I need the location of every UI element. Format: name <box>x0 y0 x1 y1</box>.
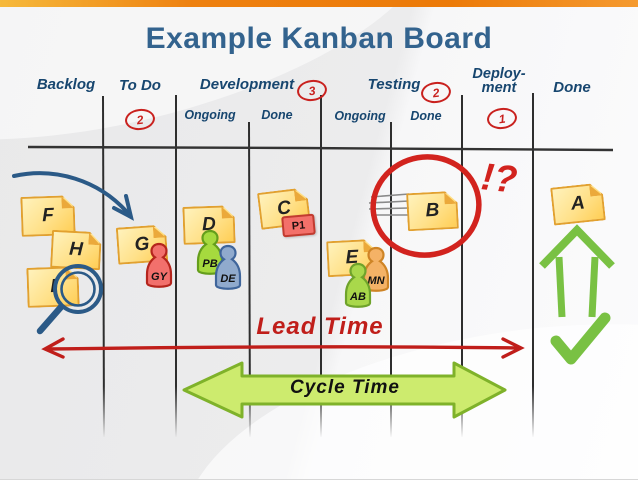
grid-horizontal-line <box>27 145 614 152</box>
slide-title: Example Kanban Board <box>145 22 493 55</box>
avatar-gy: GY <box>143 241 175 291</box>
card-letter: I <box>49 275 56 298</box>
note-fold <box>221 206 233 218</box>
deployment-label-line2: ment <box>481 79 517 96</box>
pawn-icon <box>344 262 372 308</box>
card-h: H <box>50 230 102 271</box>
avatar-initials: AB <box>350 291 366 303</box>
column-header-development: Development <box>199 76 295 93</box>
note-fold <box>444 192 457 205</box>
note-fold <box>294 188 307 201</box>
subcolumn-dev-ongoing: Ongoing <box>184 108 236 122</box>
card-b: B <box>406 191 459 232</box>
wip-limit-todo: 2 <box>123 107 157 132</box>
done-up-arrow-icon <box>539 224 615 318</box>
avatar-pb: PB <box>194 228 226 278</box>
card-i: I <box>26 266 79 308</box>
subcolumn-test-done: Done <box>410 109 442 123</box>
card-a: A <box>550 182 606 225</box>
column-header-done: Done <box>553 79 591 96</box>
card-letter: B <box>425 199 440 222</box>
avatar-initials: DE <box>220 273 236 285</box>
avatar-initials: GY <box>151 271 167 283</box>
pawn-icon <box>214 244 242 290</box>
column-header-todo: To Do <box>119 77 161 94</box>
top-accent-bar <box>0 0 638 7</box>
avatar-mn: MN <box>360 245 392 295</box>
checkmark-icon <box>550 312 611 365</box>
wip-limit-deployment: 1 <box>485 106 519 131</box>
column-header-deployment: Deploy- ment <box>464 66 534 96</box>
deployment-label-line1: Deploy- <box>472 66 526 82</box>
lead-time-label: Lead Time <box>256 313 384 340</box>
avatar-ab: AB <box>342 261 374 311</box>
cycle-time-label: Cycle Time <box>290 377 400 398</box>
note-fold <box>61 196 73 208</box>
avatar-initials: PB <box>202 258 218 270</box>
avatar-de: DE <box>212 243 244 293</box>
card-letter: F <box>41 204 55 227</box>
lead-time-arrow <box>41 337 525 359</box>
column-header-backlog: Backlog <box>36 76 96 93</box>
subcolumn-dev-done: Done <box>261 108 293 122</box>
card-letter: A <box>570 192 586 215</box>
alert-label: !? <box>479 156 520 202</box>
note-fold <box>153 225 166 238</box>
note-fold <box>88 233 101 246</box>
subcolumn-test-ongoing: Ongoing <box>334 109 386 123</box>
speed-lines-icon <box>368 193 410 216</box>
note-fold <box>589 183 602 196</box>
priority-tag: P1 <box>281 213 316 238</box>
column-header-testing: Testing <box>367 76 421 93</box>
card-letter: H <box>68 238 84 261</box>
pawn-icon <box>196 229 224 275</box>
avatar-initials: MN <box>367 275 385 287</box>
pawn-icon <box>145 242 173 288</box>
